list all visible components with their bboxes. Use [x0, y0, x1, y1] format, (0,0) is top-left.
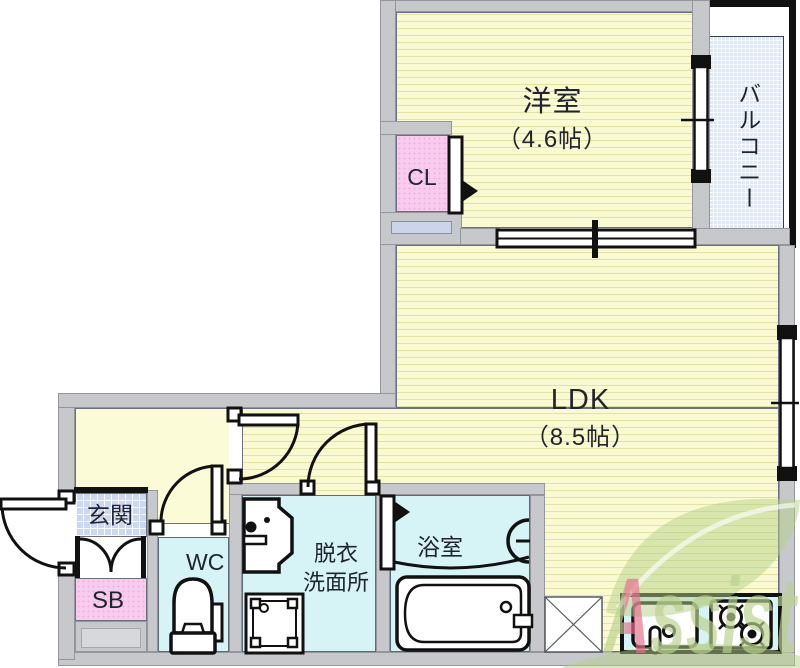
wall-top — [380, 0, 710, 12]
wall-closet-top — [380, 121, 452, 135]
balcony-label: バルコニー — [734, 82, 761, 212]
balcony-floor — [708, 36, 784, 243]
entrance-floor — [75, 493, 147, 537]
wc-door-opening — [158, 524, 229, 537]
wall-balcony-bottom — [693, 228, 790, 245]
wall-right — [779, 245, 795, 662]
bathroom-label: 浴室 — [417, 534, 463, 560]
shoe-box-label: SB — [92, 587, 125, 614]
pipe-space — [391, 221, 452, 234]
western-room-label: 洋室 （4.6帖） — [440, 84, 665, 157]
wall-corridor-top — [58, 393, 396, 408]
washroom-label: 脱衣 洗面所 — [281, 540, 391, 597]
washroom-name-line2: 洗面所 — [302, 569, 369, 595]
western-room-size: （4.6帖） — [496, 126, 609, 154]
ldk-label: LDK （8.5帖） — [468, 382, 693, 455]
ldk-floor-upper — [396, 245, 779, 408]
washroom-name-line1: 脱衣 — [313, 541, 358, 566]
ldk-size: （8.5帖） — [524, 424, 637, 452]
ldk-name: LDK — [550, 384, 611, 416]
bathroom-floor — [390, 495, 530, 652]
wall-sliding-door-left — [460, 228, 500, 245]
entrance-step — [75, 537, 147, 578]
western-room-name: 洋室 — [522, 86, 583, 118]
closet-floor — [396, 135, 450, 212]
shoe-box-floor — [75, 578, 147, 621]
wc-label: WC — [186, 549, 225, 575]
wall-bottom — [58, 652, 795, 666]
below-shoe-box-inner — [81, 628, 141, 648]
balcony-outer-wall-top — [700, 0, 796, 7]
wall-washroom-top — [229, 483, 303, 495]
wall-washroom-left — [229, 478, 242, 652]
wall-bathroom-top — [372, 483, 545, 495]
entrance-step-edge — [74, 487, 148, 493]
wall-bathroom-right — [530, 495, 545, 652]
closet-label: CL — [407, 164, 437, 190]
entrance-door-opening — [57, 502, 76, 566]
entrance-label: 玄関 — [87, 502, 133, 528]
wall-left-upper — [380, 0, 396, 408]
wall-western-room-right — [692, 0, 710, 245]
balcony-outer-wall-right — [789, 0, 796, 248]
wall-wc-left — [147, 490, 158, 652]
